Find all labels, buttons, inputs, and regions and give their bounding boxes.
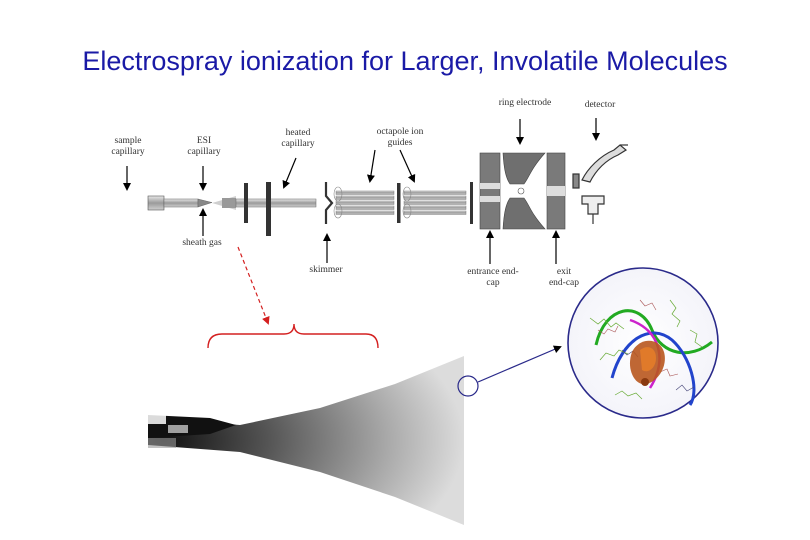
spray-image bbox=[148, 356, 464, 525]
selection-circle bbox=[457, 375, 479, 397]
callout-arrow bbox=[237, 246, 270, 325]
label-skimmer: skimmer bbox=[309, 265, 343, 275]
pointer-arrows bbox=[123, 118, 600, 264]
curly-brace bbox=[207, 323, 379, 349]
label-sample-capillary: sample capillary bbox=[111, 136, 145, 157]
ms-instrument bbox=[147, 144, 628, 236]
label-esi-capillary: ESI capillary bbox=[187, 136, 221, 157]
slide-title: Electrospray ionization for Larger, Invo… bbox=[82, 46, 728, 76]
detector bbox=[572, 144, 628, 224]
zoom-arrow bbox=[477, 345, 562, 383]
label-heated-capillary: heated capillary bbox=[281, 128, 315, 149]
molecule-zoom bbox=[567, 267, 719, 419]
label-ring-electrode: ring electrode bbox=[498, 98, 552, 108]
label-octapole-ion-guides: octapole ion guides bbox=[376, 127, 424, 148]
label-exit-end-cap: exit end-cap bbox=[548, 267, 580, 288]
label-entrance-end-cap: entrance end- cap bbox=[467, 267, 519, 288]
label-detector: detector bbox=[584, 100, 616, 110]
ion-trap bbox=[479, 152, 566, 230]
label-sheath-gas: sheath gas bbox=[182, 238, 222, 248]
